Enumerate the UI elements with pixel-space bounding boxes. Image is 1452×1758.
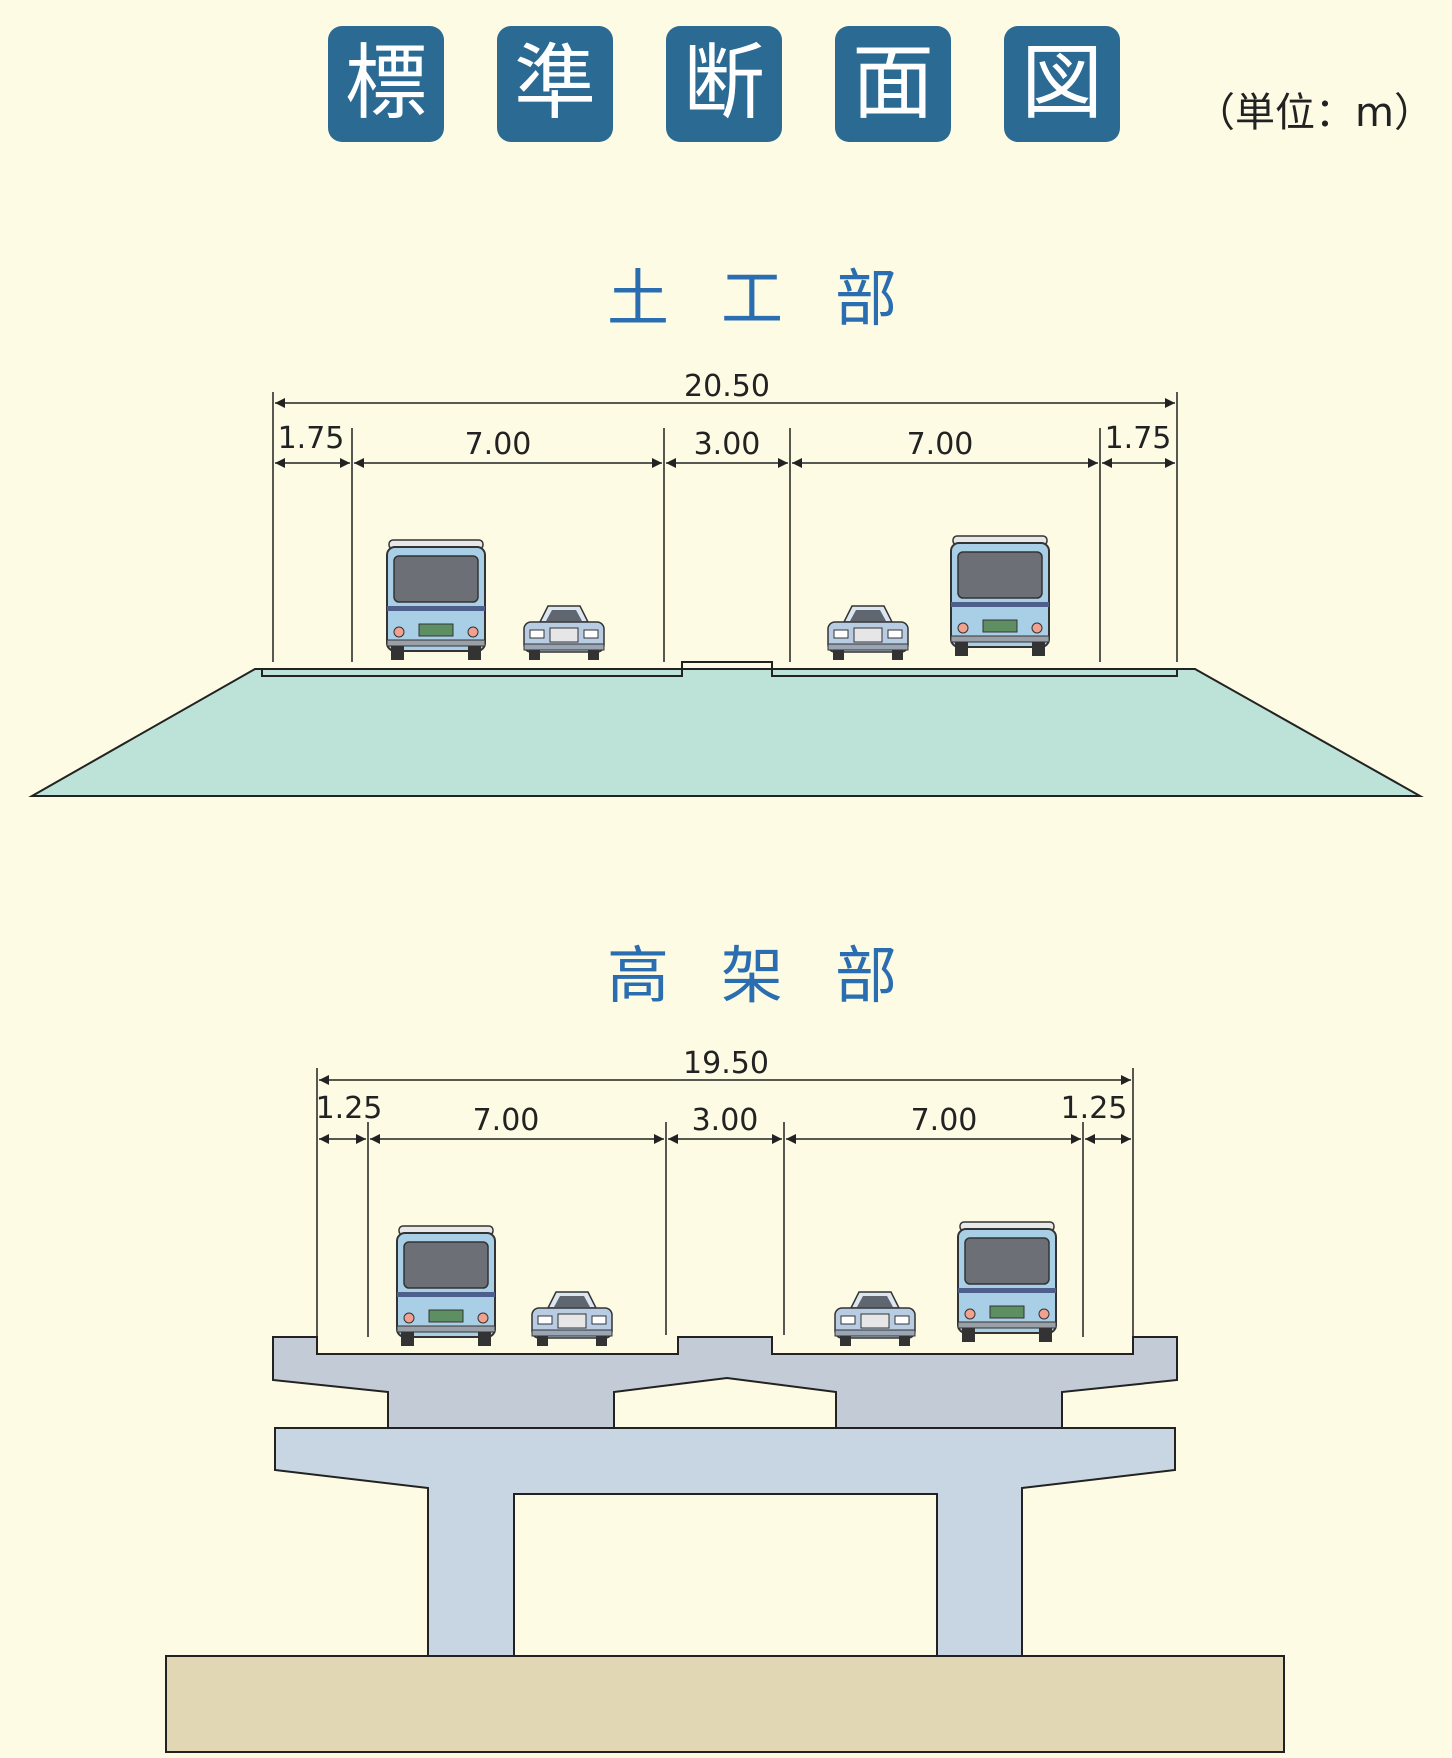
title-char-3: 断 xyxy=(666,26,782,142)
title-char-1: 標 xyxy=(328,26,444,142)
embankment-lane-right: 7.00 xyxy=(907,427,974,462)
embankment-body xyxy=(28,661,1424,797)
viaduct-pier xyxy=(274,1427,1176,1657)
viaduct-lane-right: 7.00 xyxy=(911,1103,978,1138)
viaduct-section-title: 高架部 xyxy=(606,939,949,1012)
title-char-2: 準 xyxy=(497,26,613,142)
embankment-shoulder-right: 1.75 xyxy=(1105,421,1172,456)
viaduct-median: 3.00 xyxy=(692,1103,759,1138)
viaduct-shoulder-right: 1.25 xyxy=(1061,1091,1128,1126)
viaduct-dimensions xyxy=(316,1068,1134,1337)
bus-icon xyxy=(386,539,486,661)
bus-icon xyxy=(957,1221,1057,1343)
ground-footing xyxy=(165,1655,1285,1753)
viaduct-shoulder-left: 1.25 xyxy=(316,1091,383,1126)
unit-label: （単位：m） xyxy=(1195,90,1434,136)
bus-icon xyxy=(396,1225,496,1347)
title-char-5: 図 xyxy=(1004,26,1120,142)
viaduct-deck xyxy=(272,1336,1178,1429)
viaduct-total-width: 19.50 xyxy=(683,1046,769,1081)
viaduct-lane-left: 7.00 xyxy=(473,1103,540,1138)
car-icon xyxy=(531,1291,613,1347)
embankment-dimensions xyxy=(272,392,1178,662)
car-icon xyxy=(834,1291,916,1347)
bus-icon xyxy=(950,535,1050,657)
car-icon xyxy=(827,605,909,661)
embankment-total-width: 20.50 xyxy=(684,369,770,404)
embankment-shoulder-left: 1.75 xyxy=(278,421,345,456)
title-char-4: 面 xyxy=(835,26,951,142)
embankment-section-title: 土工部 xyxy=(606,262,949,335)
embankment-median: 3.00 xyxy=(694,427,761,462)
embankment-lane-left: 7.00 xyxy=(465,427,532,462)
car-icon xyxy=(523,605,605,661)
